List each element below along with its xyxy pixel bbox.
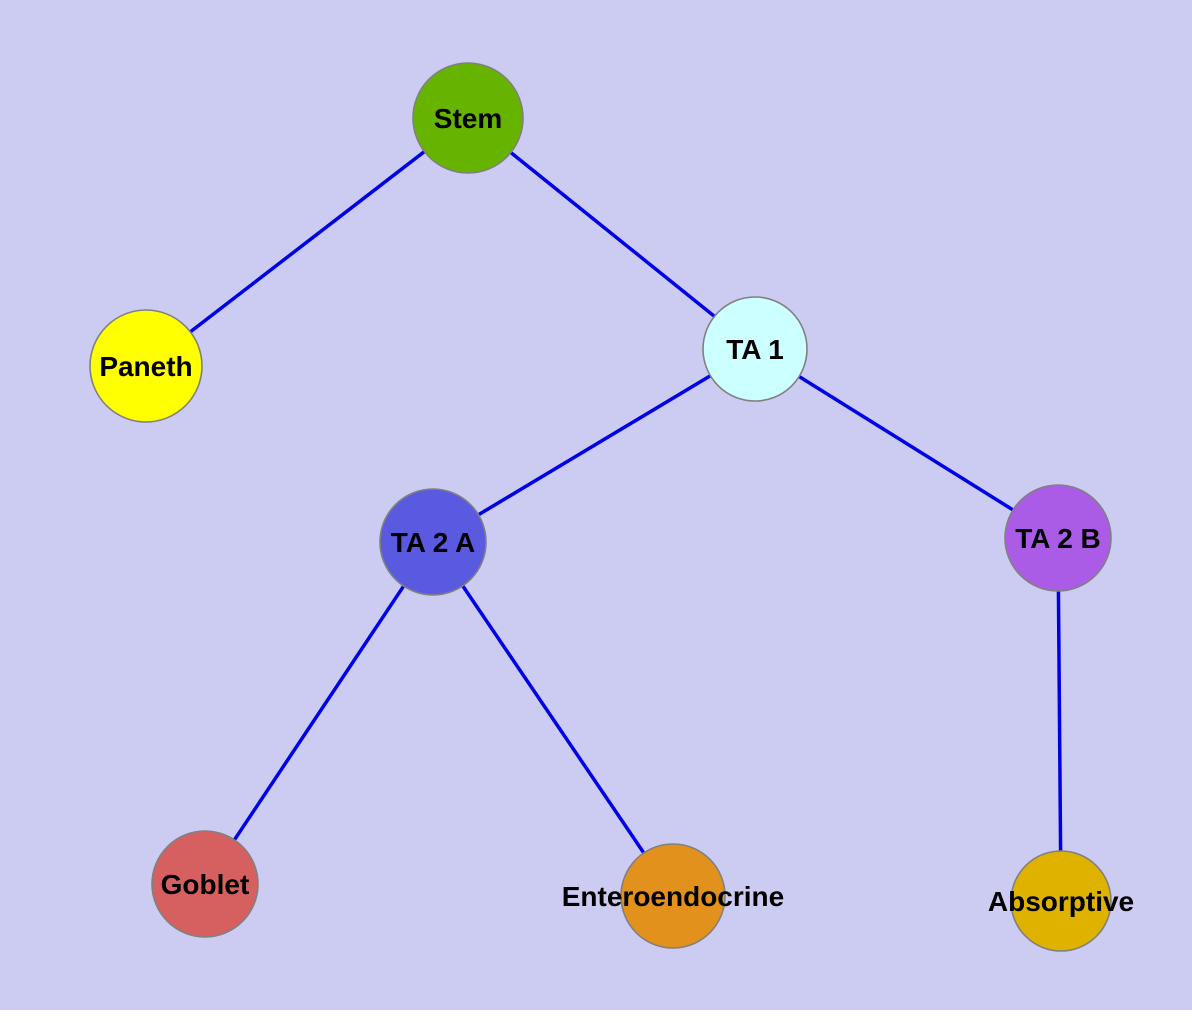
edge-ta-2-a-to-enteroendocrine bbox=[431, 541, 675, 897]
node-label-ta-1: TA 1 bbox=[726, 334, 784, 365]
node-circle-enteroendocrine bbox=[620, 843, 726, 949]
node-circle-ta-1 bbox=[702, 296, 808, 402]
node-circle-paneth bbox=[89, 309, 203, 423]
edge-ta-2-a-to-goblet bbox=[203, 541, 435, 885]
node-circle-goblet bbox=[151, 830, 259, 938]
node-circle-absorptive bbox=[1010, 850, 1112, 952]
node-label-goblet: Goblet bbox=[161, 869, 250, 900]
node-label-absorptive: Absorptive bbox=[988, 886, 1134, 917]
node-absorptive: Absorptive bbox=[988, 850, 1134, 952]
node-label-ta-2-a: TA 2 A bbox=[391, 527, 476, 558]
node-circle-ta-2-a bbox=[379, 488, 487, 596]
node-stem: Stem bbox=[412, 62, 524, 174]
node-ta-2-a: TA 2 A bbox=[379, 488, 487, 596]
edge-ta-1-to-ta-2-a bbox=[432, 347, 756, 544]
bottom-margin bbox=[0, 1010, 1192, 1023]
node-label-paneth: Paneth bbox=[99, 351, 192, 382]
node-label-enteroendocrine: Enteroendocrine bbox=[562, 881, 784, 912]
node-paneth: Paneth bbox=[89, 309, 203, 423]
edge-stem-to-paneth bbox=[144, 116, 470, 368]
node-circle-ta-2-b bbox=[1004, 484, 1112, 592]
node-enteroendocrine: Enteroendocrine bbox=[562, 843, 784, 949]
node-circle-stem bbox=[412, 62, 524, 174]
node-goblet: Goblet bbox=[151, 830, 259, 938]
edge-ta-1-to-ta-2-b bbox=[754, 347, 1059, 540]
edge-stem-to-ta-1 bbox=[466, 116, 757, 351]
node-label-ta-2-b: TA 2 B bbox=[1015, 523, 1101, 554]
node-label-stem: Stem bbox=[434, 103, 502, 134]
edge-ta-2-b-to-absorptive bbox=[1056, 537, 1063, 902]
node-ta-2-b: TA 2 B bbox=[1004, 484, 1112, 592]
node-ta-1: TA 1 bbox=[702, 296, 808, 402]
